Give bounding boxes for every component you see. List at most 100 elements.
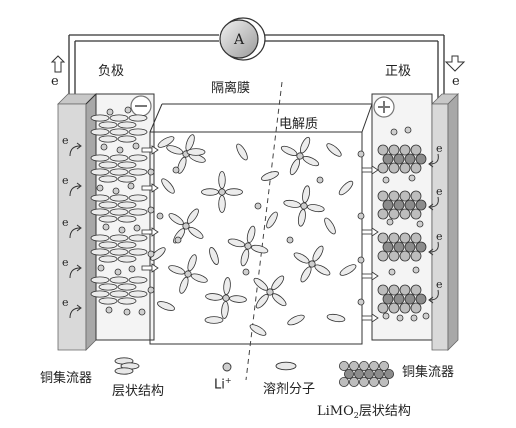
solvent-molecule — [302, 185, 311, 203]
solvent-molecule — [188, 226, 204, 239]
li-ion — [357, 298, 365, 306]
solvent-molecule — [150, 247, 166, 261]
solvent-molecule — [186, 148, 206, 156]
solvent-molecule — [271, 275, 285, 291]
graphite-sheet — [128, 290, 148, 298]
graphite-sheet — [128, 128, 148, 136]
legend-limo2-icon — [338, 360, 394, 387]
graphite-sheet — [98, 241, 118, 249]
solvated-li-cluster — [280, 136, 320, 176]
oxygen-atom — [377, 250, 389, 262]
copper-collector-left-label: 铜集流器 — [40, 371, 93, 386]
metal-oxide-atom — [382, 199, 394, 211]
ion-flow-arrows — [141, 145, 379, 323]
ion-arrowhead-right — [371, 313, 379, 323]
electron-arrowhead — [428, 248, 434, 256]
graphite-sheet — [117, 215, 137, 223]
ion-arrowhead-left — [151, 227, 159, 237]
li-ion — [116, 146, 124, 154]
electron-label: e — [62, 256, 69, 269]
li-ion — [147, 286, 155, 294]
graphite-sheet — [109, 290, 129, 298]
ion-arrowhead-right — [371, 271, 379, 281]
li-ion — [316, 176, 324, 184]
li-ion — [244, 242, 252, 250]
metal-oxide-atom — [404, 199, 416, 211]
electron-arrow-left — [50, 55, 66, 73]
electron-label: e — [62, 216, 69, 229]
graphite-sheet — [117, 241, 137, 249]
li-ion — [106, 108, 114, 116]
external-circuit — [68, 34, 445, 100]
li-ion — [184, 270, 192, 278]
graphite-sheet — [128, 114, 148, 122]
li-ion — [100, 143, 108, 151]
ion-arrow-left — [141, 229, 153, 235]
oxygen-atom — [410, 250, 422, 262]
oxygen-atom — [388, 232, 400, 244]
electron-arrowhead — [428, 203, 434, 211]
li-ion — [138, 308, 146, 316]
oxygen-atom — [399, 302, 411, 314]
electron-label-left: e — [51, 74, 59, 89]
graphite-sheet — [109, 276, 129, 284]
graphite-sheet — [128, 168, 148, 176]
graphite-sheet — [98, 297, 118, 305]
solvated-li-cluster — [293, 245, 331, 283]
oxygen-atom — [388, 190, 400, 202]
li-ion — [96, 184, 104, 192]
solvent-molecule — [246, 225, 256, 244]
li-ion — [156, 212, 164, 220]
solvent-molecule — [236, 143, 248, 161]
ion-arrow-left — [141, 185, 153, 191]
li-ion — [254, 202, 262, 210]
anode-li-ions — [96, 106, 146, 316]
ammeter: A — [219, 17, 266, 61]
electron-arrow — [429, 289, 439, 301]
oxygen-atom — [368, 360, 379, 371]
graphite-sheet — [117, 121, 137, 129]
legend-solvent-label: 溶剂分子 — [263, 382, 316, 397]
solvated-li-cluster — [253, 275, 287, 309]
oxygen-atom — [410, 190, 422, 202]
li-ion — [97, 264, 105, 272]
solvent-molecule — [261, 171, 279, 181]
solvent-molecule — [168, 213, 184, 226]
solvent-molecule — [266, 211, 278, 229]
li-ion — [218, 188, 226, 196]
solvent-molecule — [280, 145, 298, 157]
oxygen-atom — [410, 302, 422, 314]
graphite-sheet — [117, 161, 137, 169]
graphite-sheet — [117, 297, 137, 305]
copper-collector-right-label: 铜集流器 — [402, 365, 455, 380]
graphite-sheet — [98, 201, 118, 209]
li-ion — [266, 288, 274, 296]
li-ion — [416, 220, 424, 228]
solvent-molecule — [253, 277, 269, 291]
electron-label: e — [62, 134, 69, 147]
li-ion — [222, 294, 230, 302]
legend-layered-label: 层状结构 — [112, 384, 165, 399]
minus-sign — [130, 95, 152, 117]
oxygen-atom — [348, 360, 359, 371]
solvent-molecule — [297, 209, 306, 227]
li-ion — [132, 142, 140, 150]
solvent-molecule — [179, 276, 189, 294]
metal-oxide-atom — [404, 241, 416, 253]
metal-oxide-atom — [353, 368, 364, 379]
ion-arrowhead-left — [151, 145, 159, 155]
oxygen-atom — [399, 232, 411, 244]
metal-oxide-atom — [404, 153, 416, 165]
legend-li-label: Li+ — [214, 376, 232, 393]
electron-label: e — [436, 142, 443, 155]
graphite-sheet — [98, 175, 118, 183]
oxygen-atom — [388, 144, 400, 156]
li-ion — [123, 308, 131, 316]
solvent-molecule — [339, 264, 357, 276]
graphite-sheet — [98, 215, 118, 223]
electron-label: e — [436, 230, 443, 243]
solvent-molecule — [255, 293, 269, 309]
li-ion — [382, 312, 390, 320]
solvent-molecule — [326, 143, 342, 157]
